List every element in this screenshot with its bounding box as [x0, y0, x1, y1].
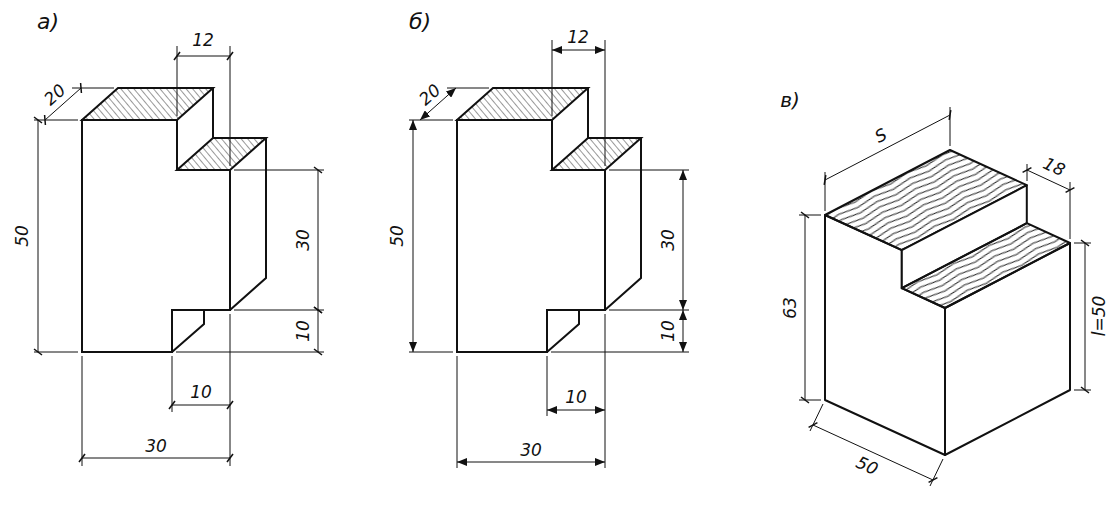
figure-letter: а)	[36, 11, 60, 33]
figure-letter: в)	[779, 90, 801, 110]
dimension-value: 10	[189, 384, 213, 401]
dimension-value: 20	[41, 81, 70, 109]
dimension-value: 10	[660, 319, 677, 343]
dimension-value: 10	[295, 319, 312, 343]
dimension-value: 12	[191, 32, 215, 49]
figure-letter: б)	[408, 11, 432, 33]
dimension-value: 30	[295, 228, 312, 252]
dimension-value: 50	[14, 224, 31, 248]
dimension-value: 10	[564, 389, 588, 406]
dimension-value: 50	[853, 453, 882, 478]
dimension-value: 30	[144, 438, 168, 455]
dimension-value: 30	[519, 442, 543, 459]
dimension-value: l=50	[1091, 295, 1108, 338]
dimension-value: 63	[782, 296, 799, 320]
dimension-value: 12	[566, 29, 590, 46]
dimension-value: 20	[416, 81, 445, 109]
dimension-value: 18	[1040, 154, 1069, 179]
dimension-value: S	[871, 126, 890, 147]
dimension-value: 30	[660, 228, 677, 252]
dimension-value: 50	[389, 224, 406, 248]
